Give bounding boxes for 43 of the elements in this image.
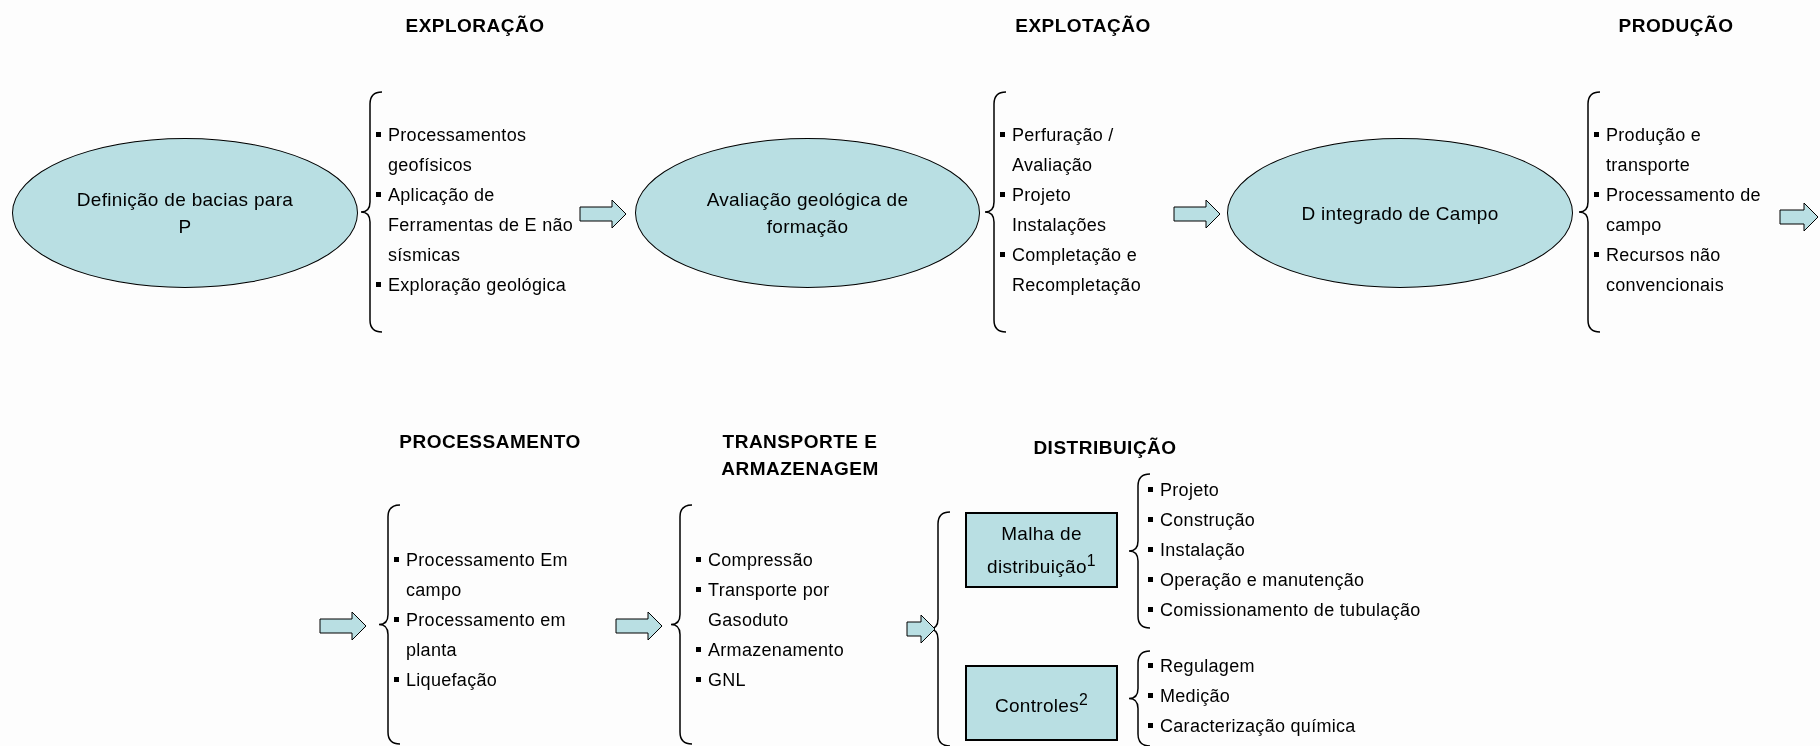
block-arrow	[1779, 202, 1819, 232]
bullet-item: GNL	[694, 665, 901, 695]
stage-heading: TRANSPORTE E ARMAZENAGEM	[720, 430, 880, 481]
bullet-item: Instalação	[1146, 534, 1516, 565]
bullet-item: Completação e Recompletação	[998, 240, 1168, 300]
bullet-item: Processamento de campo	[1592, 180, 1776, 240]
block-arrow	[1173, 199, 1221, 229]
bullet-item: Processamento em planta	[392, 605, 610, 665]
bullet-item: Medição	[1146, 681, 1446, 711]
stage-heading: EXPLOTAÇÃO	[1014, 14, 1152, 38]
stage-heading: DISTRIBUIÇÃO	[1032, 436, 1178, 460]
bullet-item: Construção	[1146, 504, 1516, 535]
bullet-item: Projeto Instalações	[998, 180, 1168, 240]
node-label: Definição de bacias para P	[75, 188, 295, 239]
bullet-item: Regulagem	[1146, 651, 1446, 681]
bullet-item: Comissionamento de tubulação	[1146, 594, 1516, 625]
bullet-item: Operação e manutenção	[1146, 564, 1516, 595]
bullet-item: Armazenamento	[694, 635, 901, 665]
node-label: Avaliação geológica de formação	[705, 188, 910, 239]
node-label: D integrado de Campo	[1301, 201, 1499, 226]
node-label: Malha de distribuição$^{1}$	[986, 521, 1097, 580]
stage-heading: PRODUÇÃO	[1617, 14, 1735, 38]
block-arrow	[579, 199, 627, 229]
bullet-item: Caracterização química	[1146, 711, 1446, 741]
bullet-item: Processamento Em campo	[392, 545, 610, 605]
node-label: Controles$^{2}$	[994, 690, 1089, 719]
process-box	[965, 665, 1118, 741]
bullet-item: Produção e transporte	[1592, 120, 1776, 180]
bullet-item: Compressão	[694, 545, 901, 575]
bullet-item: Liquefação	[392, 665, 610, 695]
bullet-item: Aplicação de Ferramentas de E não sísmicas	[374, 180, 574, 270]
stage-heading: PROCESSAMENTO	[398, 430, 582, 454]
bullet-item: Processamentos geofísicos	[374, 120, 574, 180]
bullet-item: Perfuração / Avaliação	[998, 120, 1168, 180]
process-box	[965, 512, 1118, 588]
bullet-item: Recursos não convencionais	[1592, 240, 1776, 300]
bullet-item: Projeto	[1146, 474, 1516, 505]
bullet-item: Transporte por Gasoduto	[694, 575, 901, 635]
block-arrow	[319, 611, 367, 641]
stage-heading: EXPLORAÇÃO	[404, 14, 546, 38]
block-arrow	[906, 614, 936, 644]
block-arrow	[615, 611, 663, 641]
bullet-item: Exploração geológica	[374, 270, 574, 300]
